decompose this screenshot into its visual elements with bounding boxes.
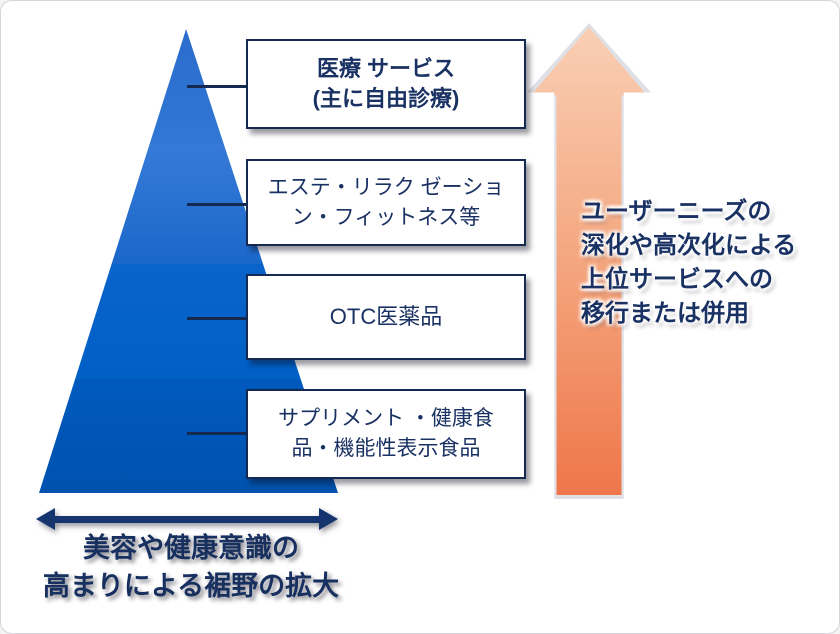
arrow-bar [55,515,319,523]
leader-line-2 [187,203,249,206]
level-box-medical-services: 医療 サービス (主に自由診療) [246,39,526,129]
arrow-right-head-icon [319,508,338,530]
arrow-left-head-icon [36,508,55,530]
up-arrow-caption: ユーザーニーズの 深化や高次化による 上位サービスへの 移行または併用 [581,198,797,327]
level-box-esthetic-relaxation-fitness: エステ・リラク ゼーショ ン・フィットネス等 [246,159,526,246]
base-caption: 美容や健康意識の 高まりによる裾野の拡大 [42,533,340,601]
level-box-label: サプリメント ・健康食 品・機能性表示食品 [278,407,494,460]
level-box-label: エステ・リラク ゼーショ ン・フィットネス等 [267,175,505,229]
level-box-supplements-functional-foods: サプリメント ・健康食 品・機能性表示食品 [246,389,526,479]
leader-line-3 [187,317,249,320]
leader-line-4 [187,432,249,435]
level-box-label: 医療 サービス (主に自由診療) [312,56,460,111]
base-double-arrow-icon [36,508,338,530]
level-box-otc-drugs: OTC医薬品 [246,274,526,360]
leader-line-1 [187,85,249,88]
level-box-label: OTC医薬品 [329,304,443,329]
